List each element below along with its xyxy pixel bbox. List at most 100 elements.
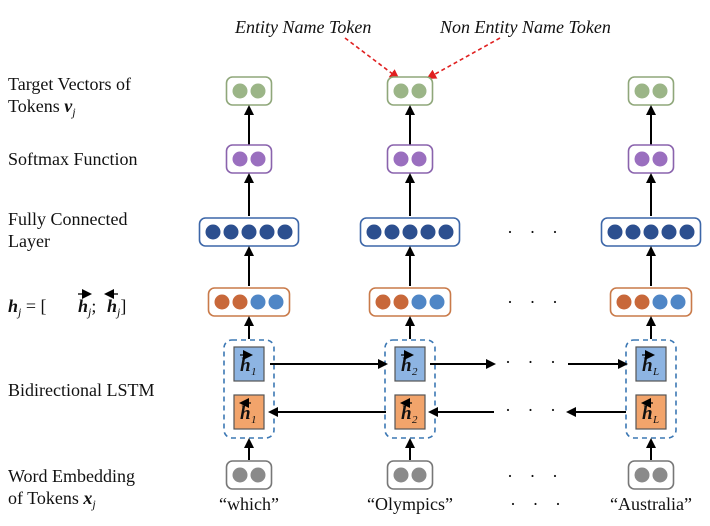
col2-target-vector-dot <box>393 83 409 99</box>
col1-hidden-concat-dot <box>214 294 230 310</box>
label-fc-line2: Layer <box>8 231 50 251</box>
col1-lstm-forward-cell-box <box>233 346 265 382</box>
col3-target-vector-dot <box>652 83 668 99</box>
label-hidden-equation: hj = [ hj; hj] <box>8 289 126 319</box>
col1-fully-connected-dot <box>241 224 257 240</box>
col1-fully-connected-dot <box>205 224 221 240</box>
col2-softmax-dot <box>393 151 409 167</box>
entity-red-arrow <box>344 37 400 80</box>
col2-target-vector <box>386 76 434 106</box>
col1-fully-connected-dot <box>223 224 239 240</box>
col2-embedding <box>386 460 434 490</box>
col2-lstm-backward-cell-subscript: 2 <box>412 414 418 426</box>
col1-fully-connected <box>198 217 300 247</box>
svg-text:hj = [: hj = [ <box>8 296 47 319</box>
col1-hidden-concat-dot <box>268 294 284 310</box>
ellipsis-fc: · · · <box>507 222 564 242</box>
col3-hidden-concat <box>609 287 693 317</box>
non-entity-red-arrow <box>426 37 501 79</box>
col1-hidden-concat-dot <box>232 294 248 310</box>
label-embed-line2: of Tokens xj <box>8 488 96 511</box>
col1-lstm-forward-cell-label: h <box>240 355 251 376</box>
col3-lstm-forward-cell-label: h <box>642 355 653 376</box>
ellipsis-tokens: · · · <box>510 494 567 514</box>
col2-fully-connected-dot <box>438 224 454 240</box>
col3-token: “Australia” <box>610 494 692 514</box>
col2-softmax-dot <box>411 151 427 167</box>
col3-embedding-dot <box>652 467 668 483</box>
col2-lstm-backward-cell-label: h <box>401 403 412 424</box>
col1-softmax-dot <box>250 151 266 167</box>
col3-fully-connected-dot <box>661 224 677 240</box>
col3-fully-connected <box>600 217 702 247</box>
col2-lstm-forward-cell-subscript: 2 <box>412 366 418 378</box>
col1-lstm-backward-cell-label: h <box>240 403 251 424</box>
col2-hidden-concat-dot <box>411 294 427 310</box>
col1-target-vector-dot <box>232 83 248 99</box>
col3-hidden-concat-dot <box>670 294 686 310</box>
svg-text:hj;: hj; <box>78 296 96 319</box>
col3-hidden-concat-dot <box>652 294 668 310</box>
col3-softmax-dot <box>634 151 650 167</box>
col2-hidden-concat-dot <box>393 294 409 310</box>
ellipsis-lstm-backward: · · · <box>505 400 562 420</box>
col2-softmax <box>386 144 434 174</box>
col3-softmax <box>627 144 675 174</box>
col1-target-vector <box>225 76 273 106</box>
label-softmax: Softmax Function <box>8 149 138 169</box>
col2-embedding-dot <box>393 467 409 483</box>
col3-embedding-dot <box>634 467 650 483</box>
col1-fully-connected-dot <box>259 224 275 240</box>
col2-target-vector-dot <box>411 83 427 99</box>
col3-target-vector-dot <box>634 83 650 99</box>
col3-lstm-forward-cell-subscript: L <box>652 366 659 378</box>
col3-lstm-backward-cell-subscript: L <box>652 414 659 426</box>
entity-annotation: Entity Name Token <box>234 17 371 37</box>
col2-embedding-dot <box>411 467 427 483</box>
col2-fully-connected <box>359 217 461 247</box>
col1-softmax <box>225 144 273 174</box>
col1-hidden-concat-dot <box>250 294 266 310</box>
ellipsis-embed: · · · <box>507 466 564 486</box>
col3-target-vector <box>627 76 675 106</box>
svg-text:hj]: hj] <box>107 296 126 319</box>
col3-hidden-concat-dot <box>634 294 650 310</box>
col3-fully-connected-dot <box>607 224 623 240</box>
col2-fully-connected-dot <box>402 224 418 240</box>
col1-target-vector-dot <box>250 83 266 99</box>
label-embed-line1: Word Embedding <box>8 466 135 486</box>
col1-lstm-backward-cell-subscript: 1 <box>251 414 257 426</box>
non-entity-annotation: Non Entity Name Token <box>439 17 611 37</box>
col1-fully-connected-dot <box>277 224 293 240</box>
col2-fully-connected-dot <box>384 224 400 240</box>
col3-softmax-dot <box>652 151 668 167</box>
col2-hidden-concat-dot <box>429 294 445 310</box>
col2-hidden-concat <box>368 287 452 317</box>
label-target-line2: Tokens vj <box>8 96 76 119</box>
col1-hidden-concat <box>207 287 291 317</box>
col3-fully-connected-dot <box>643 224 659 240</box>
ellipsis-hidden: · · · <box>507 292 564 312</box>
col3-embedding <box>627 460 675 490</box>
col2-fully-connected-dot <box>366 224 382 240</box>
col3-fully-connected-dot <box>625 224 641 240</box>
col2-fully-connected-dot <box>420 224 436 240</box>
col3-fully-connected-dot <box>679 224 695 240</box>
col1-softmax-dot <box>232 151 248 167</box>
col1-embedding-dot <box>232 467 248 483</box>
col2-token: “Olympics” <box>367 494 453 514</box>
ellipsis-lstm-forward: · · · <box>505 352 562 372</box>
col2-hidden-concat-dot <box>375 294 391 310</box>
col1-embedding-dot <box>250 467 266 483</box>
label-bilstm: Bidirectional LSTM <box>8 380 154 400</box>
label-target-line1: Target Vectors of <box>8 74 131 94</box>
col1-lstm-forward-cell-subscript: 1 <box>251 366 257 378</box>
